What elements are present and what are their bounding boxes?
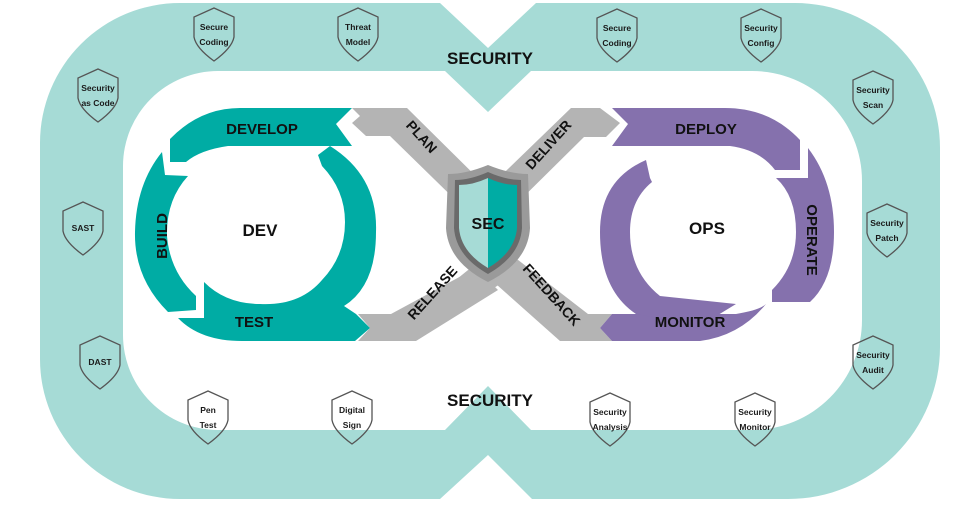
badge-label-line: Digital	[339, 405, 365, 415]
badge-label-line: Security	[856, 350, 890, 360]
security-label-top: SECURITY	[447, 49, 534, 68]
badge-label-line: SAST	[72, 223, 95, 233]
connector-feedback[interactable]	[478, 246, 612, 341]
shield-icon	[331, 390, 373, 445]
shield-icon	[866, 203, 908, 258]
badge-label-line: Security	[744, 23, 778, 33]
shield-right-half	[488, 178, 517, 268]
shield-icon	[740, 8, 782, 63]
badge-label-line: Coding	[199, 37, 228, 47]
badge-label-line: Audit	[862, 365, 884, 375]
shield-left-half	[459, 178, 488, 268]
stage-operate[interactable]	[772, 148, 834, 302]
stage-test[interactable]	[178, 146, 377, 341]
badge-label-line: Coding	[602, 38, 631, 48]
center-shield[interactable]: SEC	[446, 165, 530, 282]
badge-label-line: Secure	[200, 22, 229, 32]
badge-label-line: Patch	[875, 233, 898, 243]
shield-icon	[852, 335, 894, 390]
shield-icon	[337, 7, 379, 62]
stage-deploy[interactable]	[612, 108, 800, 170]
badge-label-line: Threat	[345, 22, 371, 32]
connector-release-body	[380, 262, 500, 341]
badge-label-line: Monitor	[739, 422, 771, 432]
shield-icon	[77, 68, 119, 123]
badge-dast[interactable]: DAST	[79, 335, 121, 390]
stage-build[interactable]	[134, 152, 196, 312]
badge-label-line: Security	[870, 218, 904, 228]
stage-develop-label: DEVELOP	[226, 121, 298, 138]
badge-label-line: Security	[738, 407, 772, 417]
stage-test-label: TEST	[235, 314, 273, 331]
ops-center-label: OPS	[689, 219, 725, 238]
shield-icon	[193, 7, 235, 62]
shield-icon	[79, 335, 121, 390]
badge-label-line: Pen	[200, 405, 216, 415]
badge-security-as-code[interactable]: Security as Code	[77, 68, 119, 123]
shield-icon	[852, 70, 894, 125]
ops-cycle: DEPLOY OPERATE MONITOR OPS	[600, 108, 834, 341]
shield-label: SEC	[472, 216, 505, 233]
stage-monitor-return-arc	[600, 160, 736, 326]
stage-monitor-label: MONITOR	[655, 314, 726, 331]
badge-label-line: DAST	[88, 357, 112, 367]
badge-label-line: Analysis	[593, 422, 628, 432]
stage-deploy-label: DEPLOY	[675, 121, 737, 138]
dev-center-label: DEV	[243, 221, 279, 240]
shield-icon	[596, 8, 638, 63]
badge-label-line: Model	[346, 37, 371, 47]
badge-label-line: Secure	[603, 23, 632, 33]
stage-build-label: BUILD	[154, 213, 171, 259]
security-label-bottom: SECURITY	[447, 391, 534, 410]
shield-icon	[589, 392, 631, 447]
badge-label-line: Test	[200, 420, 217, 430]
badge-label-line: Scan	[863, 100, 883, 110]
stage-operate-label: OPERATE	[803, 204, 820, 275]
badge-label-line: Security	[593, 407, 627, 417]
badge-label-line: Security	[856, 85, 890, 95]
dev-cycle: DEVELOP BUILD TEST DEV	[134, 108, 377, 341]
badge-sast[interactable]: SAST	[62, 201, 104, 256]
badge-label-line: Sign	[343, 420, 361, 430]
shield-icon	[734, 392, 776, 447]
shield-icon	[187, 390, 229, 445]
stage-develop[interactable]	[170, 108, 352, 162]
badge-label-line: Config	[748, 38, 775, 48]
badge-label-line: as Code	[81, 98, 114, 108]
shield-icon	[62, 201, 104, 256]
security-badges: SecureCodingThreatModelSecureCodingSecur…	[62, 7, 908, 447]
badge-label-line: Security	[81, 83, 115, 93]
